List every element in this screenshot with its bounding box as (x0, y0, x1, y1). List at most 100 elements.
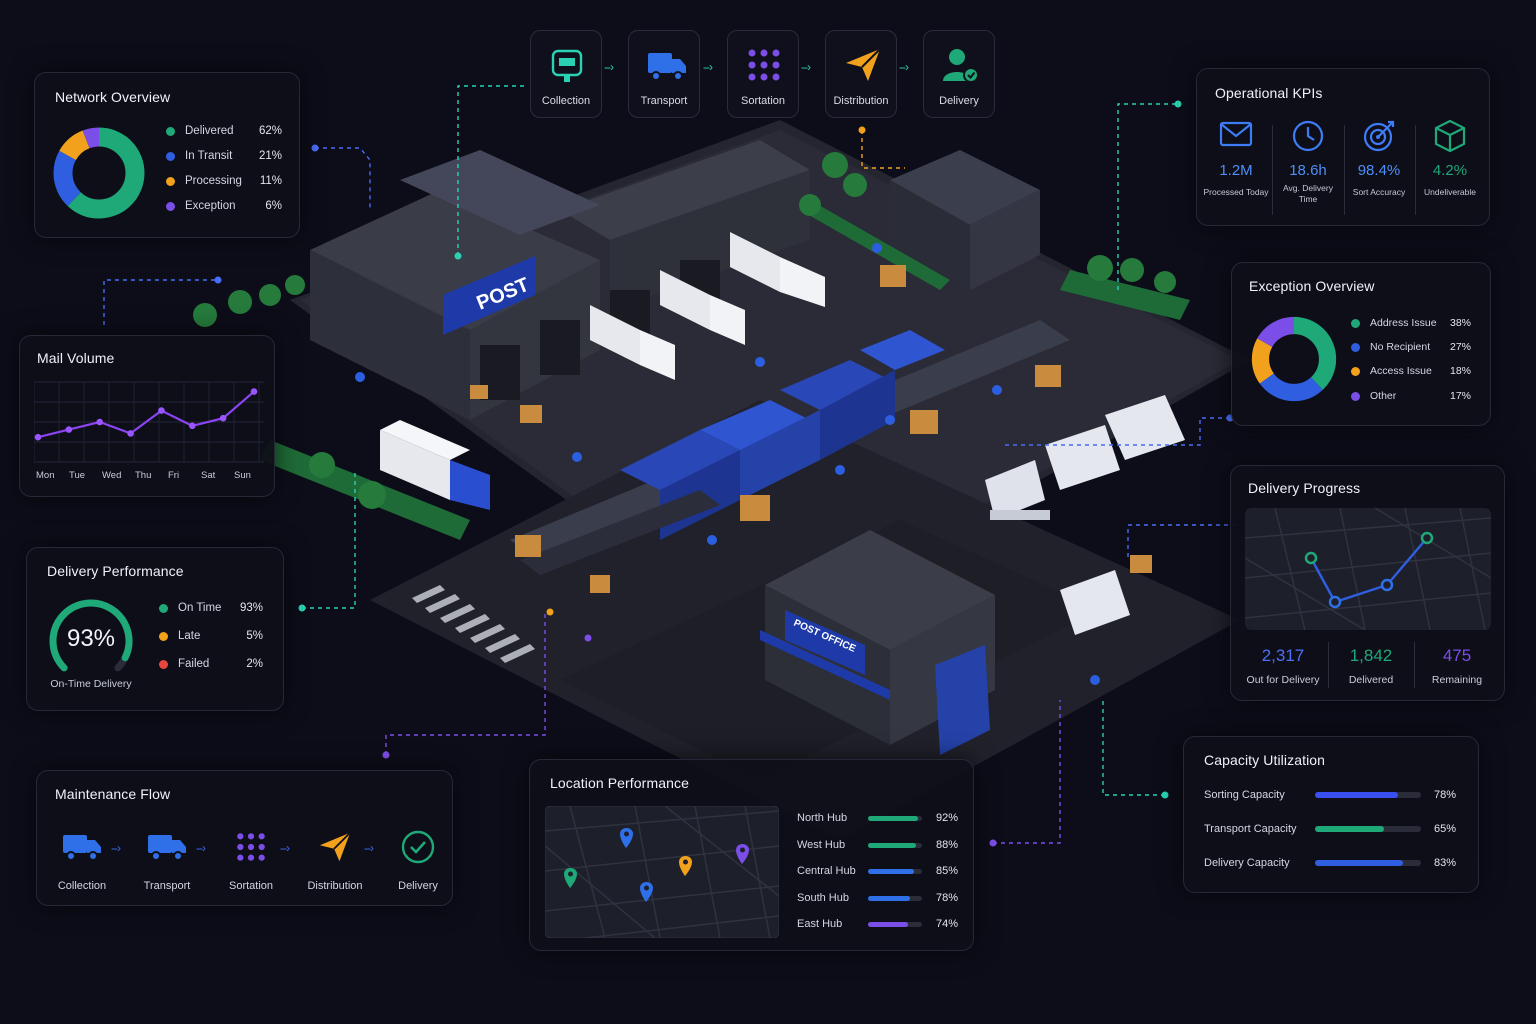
donut-segment[interactable] (1251, 316, 1337, 402)
data-point[interactable] (65, 426, 73, 433)
legend-row-delivered: Delivered 62% (166, 125, 282, 137)
flow-step-transport[interactable]: Transport (628, 30, 700, 118)
capacity-bar-track (1315, 826, 1421, 832)
donut-segment[interactable] (53, 127, 145, 219)
clock-icon (1292, 120, 1324, 152)
panel-title: Exception Overview (1249, 278, 1375, 294)
hub-pct: 85% (936, 865, 959, 877)
capacity-bar-fill (1315, 826, 1384, 832)
data-point[interactable] (127, 430, 134, 437)
hub-label: North Hub (797, 812, 848, 824)
hub-bar-fill (868, 895, 911, 901)
kpi-label: Sort Accuracy (1352, 187, 1406, 197)
data-point[interactable] (250, 388, 258, 395)
capacity-bar-track (1315, 792, 1421, 798)
day-tick-label: Thu (135, 470, 152, 481)
day-tick-label: Wed (102, 470, 122, 481)
kpi-undeliverable[interactable]: 4.2% Undeliverable (1415, 119, 1485, 198)
legend-pct: 27% (1449, 341, 1471, 353)
capacity-bar-fill (1315, 860, 1403, 866)
delivery-progress-panel: Delivery Progress 2,317 Out for Delivery… (1230, 465, 1505, 701)
stat-label: Delivered (1348, 674, 1394, 686)
envelope-icon (1219, 121, 1253, 147)
legend-pct: 5% (246, 630, 263, 642)
status-dot (1351, 366, 1360, 376)
kpi-avg-delivery-time[interactable]: 18.6h Avg. Delivery Time (1273, 119, 1343, 205)
flow-step-distribution[interactable]: Distribution (825, 30, 897, 118)
data-point[interactable] (158, 407, 165, 414)
hub-bar-track (868, 895, 922, 901)
hub-bar-track (868, 869, 922, 874)
flow-step-delivery[interactable]: Delivery (923, 30, 995, 118)
kpi-sort-accuracy[interactable]: 98.4% Sort Accuracy (1344, 119, 1414, 198)
status-dot (159, 659, 168, 669)
map-pin-icon[interactable] (564, 868, 577, 888)
status-dot (159, 631, 168, 641)
map-pin-icon[interactable] (640, 882, 653, 902)
donut-segment[interactable] (1251, 316, 1337, 402)
legend-label: Delivered (185, 125, 234, 137)
legend-pct: 17% (1449, 390, 1471, 402)
hub-bar-fill (868, 842, 916, 848)
legend-row-address-issue: Address Issue 38% (1351, 317, 1471, 329)
donut-segment[interactable] (53, 127, 145, 219)
arrow-right-icon: --› (899, 60, 909, 74)
maint-step-distribution[interactable]: Distribution (300, 831, 370, 892)
location-map[interactable] (545, 806, 779, 938)
location-performance-panel: Location Performance North Hub 92%West H… (529, 759, 974, 951)
legend-label: In Transit (185, 150, 233, 162)
stat-divider (1414, 642, 1415, 688)
legend-label: Failed (178, 658, 210, 670)
mail-volume-chart (34, 381, 264, 463)
donut-segment[interactable] (1251, 316, 1337, 402)
map-pin-icon[interactable] (620, 828, 633, 848)
parcel-boxes (470, 200, 1152, 593)
data-point[interactable] (96, 418, 104, 426)
maint-step-delivery[interactable]: Delivery (383, 829, 453, 892)
legend-label: Processing (185, 175, 242, 187)
legend-row-no-recipient: No Recipient 27% (1351, 341, 1471, 353)
step-label: Delivery (398, 880, 438, 892)
data-point[interactable] (34, 433, 42, 441)
maint-step-transport[interactable]: Transport (132, 831, 202, 892)
day-tick-label: Mon (36, 470, 55, 481)
hub-bar-fill (868, 922, 908, 927)
truck-fleet (380, 232, 1185, 635)
flow-step-label: Collection (541, 95, 591, 107)
kpi-processed-today[interactable]: 1.2M Processed Today (1201, 119, 1271, 198)
connector-lines (103, 85, 1236, 844)
truck-icon (63, 835, 101, 861)
legend-label: Other (1370, 390, 1397, 402)
maint-step-collection[interactable]: Collection (47, 831, 117, 892)
map-pin-icon[interactable] (736, 844, 749, 864)
route-stop-marker (1328, 595, 1342, 609)
status-dot (1351, 318, 1360, 328)
legend-pct: 38% (1449, 317, 1471, 329)
capacity-pct: 78% (1434, 789, 1457, 801)
hub-bar-track (868, 816, 922, 821)
status-dot (166, 126, 175, 136)
legend-pct: 21% (258, 150, 282, 162)
capacity-label: Transport Capacity (1204, 823, 1297, 835)
flow-step-sortation[interactable]: Sortation (727, 30, 799, 118)
maint-step-sortation[interactable]: Sortation (216, 831, 286, 892)
stat-value: 1,842 (1349, 646, 1393, 665)
kpi-value: 1.2M (1219, 162, 1253, 179)
stat-value: 2,317 (1261, 646, 1305, 665)
capacity-label: Sorting Capacity (1204, 789, 1285, 801)
kpi-value: 98.4% (1357, 162, 1401, 179)
legend-label: No Recipient (1370, 341, 1431, 353)
data-point[interactable] (188, 422, 196, 430)
capacity-bar-fill (1315, 792, 1398, 798)
arrow-right-icon: --› (196, 841, 206, 855)
data-point[interactable] (219, 414, 227, 422)
legend-row-processing: Processing 11% (166, 175, 282, 187)
delivery-route-map[interactable] (1245, 508, 1491, 630)
map-pin-icon[interactable] (679, 856, 692, 876)
crosswalk (412, 585, 535, 663)
hub-pct: 74% (936, 918, 959, 930)
delivery-performance-panel: Delivery Performance 93% On-Time Deliver… (26, 547, 284, 711)
flow-step-collection[interactable]: Collection (530, 30, 602, 118)
hub-pct: 92% (936, 812, 959, 824)
